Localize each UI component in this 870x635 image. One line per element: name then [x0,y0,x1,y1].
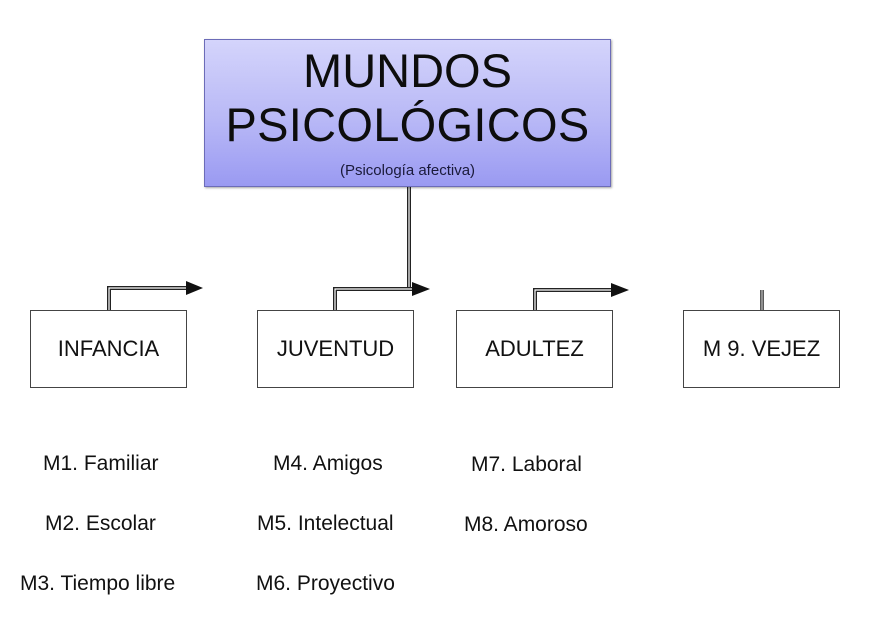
title-subtitle: (Psicología afectiva) [339,162,476,179]
title-line-1: MUNDOS [303,44,512,97]
list-item-m7: M7. Laboral [471,453,582,476]
stage-adultez: ADULTEZ [456,310,613,388]
arrow-juventud-to-adultez [333,282,430,310]
stage-vejez: M 9. VEJEZ [683,310,840,388]
stage-label: M 9. VEJEZ [702,336,821,361]
stage-label: ADULTEZ [485,336,584,361]
stage-label: INFANCIA [57,336,160,361]
stage-juventud: JUVENTUD [257,310,414,388]
list-item-m2: M2. Escolar [45,512,156,535]
title-line-2: PSICOLÓGICOS [225,98,590,151]
list-item-m5: M5. Intelectual [257,512,394,535]
list-item-m6: M6. Proyectivo [256,572,395,595]
title-box: MUNDOS PSICOLÓGICOS (Psicología afectiva… [204,39,611,187]
arrow-adultez-to-vejez [533,283,629,311]
list-item-m8: M8. Amoroso [464,513,588,536]
list-item-m1: M1. Familiar [43,452,159,475]
stage-label: JUVENTUD [276,336,395,361]
list-item-m4: M4. Amigos [273,452,383,475]
arrow-infancia-to-juventud [107,281,203,310]
stage-infancia: INFANCIA [30,310,187,388]
list-item-m3: M3. Tiempo libre [20,572,176,595]
